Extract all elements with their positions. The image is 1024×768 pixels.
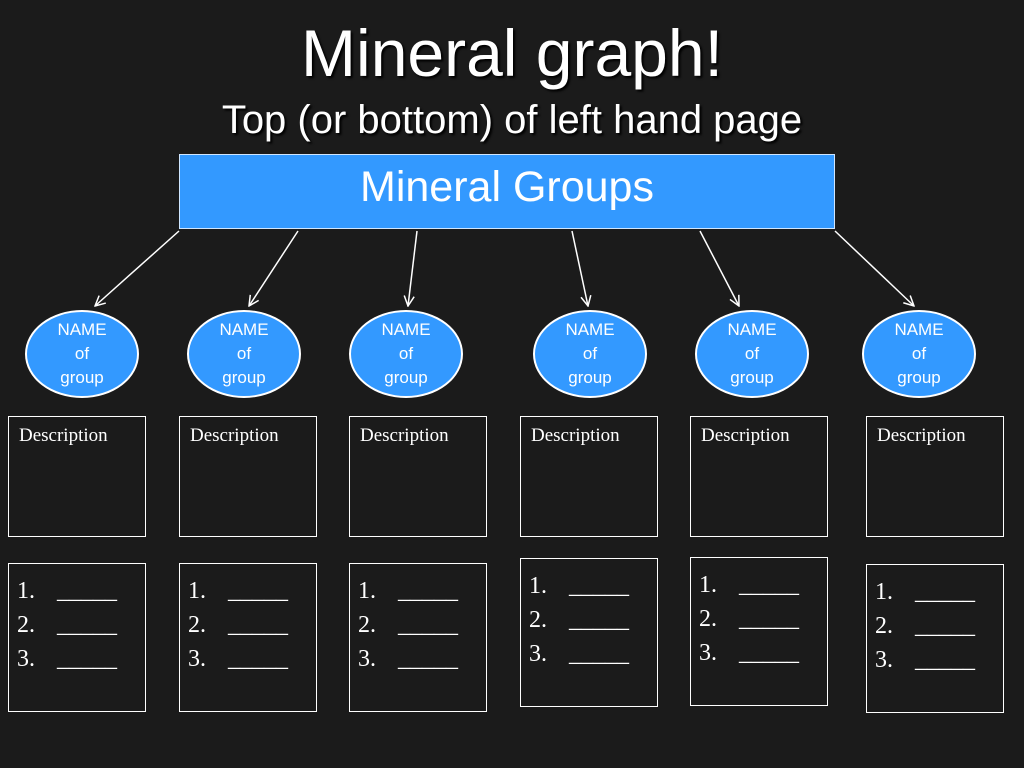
- group-circle-4: NAME of group: [533, 310, 647, 398]
- list-box-1: 1._____ 2._____ 3._____: [8, 563, 146, 712]
- list-item: 1._____: [358, 578, 458, 604]
- list-item: 3._____: [875, 647, 975, 673]
- list-item: 3._____: [188, 646, 288, 672]
- list-item: 2._____: [188, 612, 288, 638]
- list-item: 1._____: [875, 579, 975, 605]
- description-label: Description: [190, 425, 279, 446]
- group-name-label: group: [897, 368, 941, 387]
- mineral-groups-header: Mineral Groups: [179, 154, 835, 229]
- group-name-label: NAME: [727, 320, 777, 339]
- group-name-label: NAME: [219, 320, 269, 339]
- group-name-label: of: [911, 344, 927, 363]
- group-name-label: NAME: [57, 320, 107, 339]
- group-circle-1: NAME of group: [25, 310, 139, 398]
- description-box-1: Description: [8, 416, 146, 537]
- description-box-2: Description: [179, 416, 317, 537]
- description-box-6: Description: [866, 416, 1004, 537]
- description-box-5: Description: [690, 416, 828, 537]
- group-name-label: of: [74, 344, 90, 363]
- list-item: 3._____: [17, 646, 117, 672]
- group-name-label: group: [222, 368, 266, 387]
- group-circle-3: NAME of group: [349, 310, 463, 398]
- arrow-5: [699, 230, 739, 306]
- group-name-label: of: [398, 344, 414, 363]
- description-label: Description: [531, 425, 620, 446]
- list-item: 1._____: [17, 578, 117, 604]
- list-item: 2._____: [529, 607, 629, 633]
- group-name-label: group: [730, 368, 774, 387]
- description-label: Description: [877, 425, 966, 446]
- page-subtitle: Top (or bottom) of left hand page: [221, 98, 803, 142]
- list-item: 1._____: [529, 573, 629, 599]
- list-item: 3._____: [358, 646, 458, 672]
- description-label: Description: [360, 425, 449, 446]
- list-box-2: 1._____ 2._____ 3._____: [179, 563, 317, 712]
- list-item: 1._____: [699, 572, 799, 598]
- group-name-label: of: [236, 344, 252, 363]
- group-name-label: group: [568, 368, 612, 387]
- list-item: 3._____: [529, 641, 629, 667]
- list-box-5: 1._____ 2._____ 3._____: [690, 557, 828, 706]
- group-name-label: group: [384, 368, 428, 387]
- arrow-6: [834, 230, 914, 306]
- list-item: 2._____: [358, 612, 458, 638]
- group-circle-6: NAME of group: [862, 310, 976, 398]
- description-box-3: Description: [349, 416, 487, 537]
- group-name-label: NAME: [565, 320, 615, 339]
- list-item: 2._____: [699, 606, 799, 632]
- group-name-label: group: [60, 368, 104, 387]
- arrow-2: [249, 230, 299, 306]
- description-label: Description: [19, 425, 108, 446]
- list-item: 2._____: [875, 613, 975, 639]
- list-box-3: 1._____ 2._____ 3._____: [349, 563, 487, 712]
- list-item: 3._____: [699, 640, 799, 666]
- description-label: Description: [701, 425, 790, 446]
- arrow-4: [571, 230, 588, 306]
- group-name-label: of: [582, 344, 598, 363]
- group-circle-5: NAME of group: [695, 310, 809, 398]
- group-name-label: NAME: [381, 320, 431, 339]
- description-box-4: Description: [520, 416, 658, 537]
- page-title: Mineral graph!: [301, 16, 723, 90]
- list-item: 1._____: [188, 578, 288, 604]
- group-circle-2: NAME of group: [187, 310, 301, 398]
- group-name-label: of: [744, 344, 760, 363]
- arrow-1: [95, 230, 180, 306]
- group-name-label: NAME: [894, 320, 944, 339]
- list-box-4: 1._____ 2._____ 3._____: [520, 558, 658, 707]
- list-box-6: 1._____ 2._____ 3._____: [866, 564, 1004, 713]
- list-item: 2._____: [17, 612, 117, 638]
- arrow-3: [408, 230, 418, 306]
